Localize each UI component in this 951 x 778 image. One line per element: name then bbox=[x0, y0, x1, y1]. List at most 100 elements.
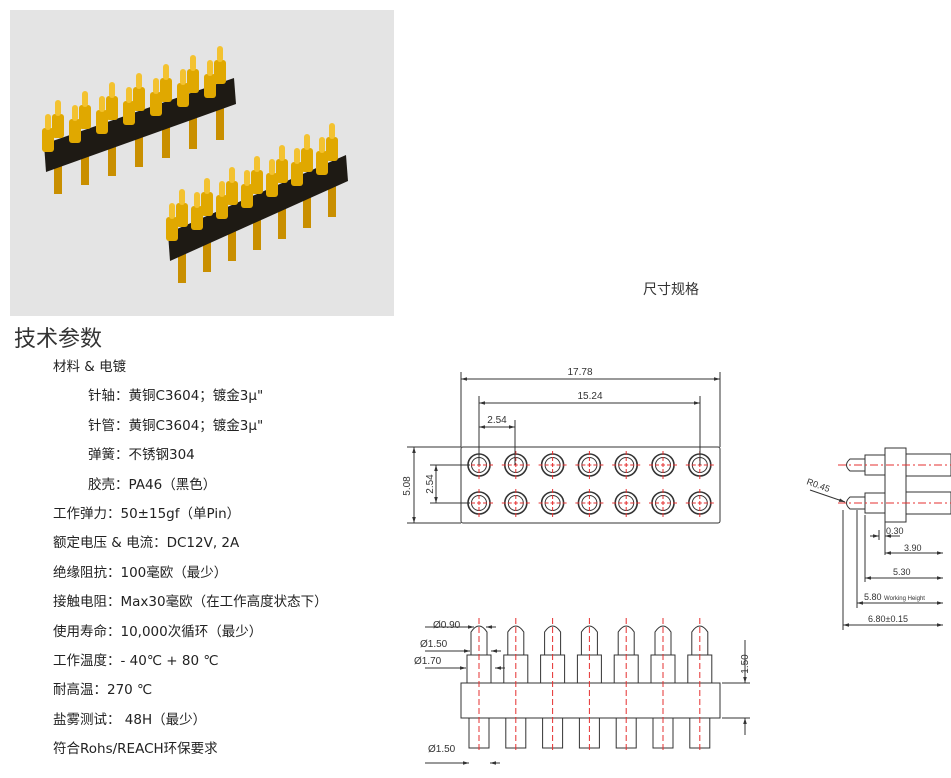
plunger-profile bbox=[846, 496, 865, 510]
pin-plunger bbox=[319, 137, 325, 153]
pin-barrel bbox=[123, 101, 135, 125]
pin-barrel bbox=[291, 162, 303, 186]
tail-profile bbox=[905, 491, 951, 515]
connector-render bbox=[42, 46, 348, 283]
dim-radius: R0.45 bbox=[805, 476, 831, 494]
spec-item: 针管：黄铜C3604；镀金3μ" bbox=[88, 417, 264, 434]
plunger bbox=[507, 625, 525, 655]
pin-tail bbox=[189, 111, 197, 149]
pin-tail bbox=[162, 120, 170, 158]
pin-plunger bbox=[179, 189, 185, 205]
dim-stroke: 1.50 bbox=[740, 654, 751, 674]
drawing-title: 尺寸规格 bbox=[643, 282, 699, 298]
tail-profile bbox=[905, 453, 951, 477]
pin-barrel bbox=[133, 87, 145, 111]
pin-plunger bbox=[269, 159, 275, 175]
dim-pin-span: 15.24 bbox=[577, 391, 602, 402]
spec-item: 额定电压 & 电流：DC12V, 2A bbox=[53, 535, 240, 552]
dim-530: 5.30 bbox=[893, 567, 911, 577]
dim-680: 6.80±0.15 bbox=[868, 614, 908, 624]
dim-030: 0.30 bbox=[886, 526, 904, 536]
pin-tail bbox=[228, 223, 236, 261]
section-title: 技术参数 bbox=[14, 327, 103, 352]
plunger bbox=[654, 625, 672, 655]
dim-width: 5.08 bbox=[402, 476, 413, 496]
pin-tail bbox=[303, 190, 311, 228]
pin-barrel bbox=[166, 217, 178, 241]
plunger bbox=[691, 625, 709, 655]
plunger bbox=[617, 625, 635, 655]
pin-plunger bbox=[304, 134, 310, 150]
housing-outline bbox=[460, 446, 721, 524]
pin-barrel bbox=[150, 92, 162, 116]
pin-plunger bbox=[109, 82, 115, 98]
pin-barrel bbox=[177, 83, 189, 107]
spec-item: 胶壳：PA46（黑色） bbox=[88, 476, 217, 493]
spec-item: 接触电阻：Max30毫欧（在工作高度状态下） bbox=[53, 594, 328, 611]
dim-pitch: 2.54 bbox=[487, 415, 507, 426]
spec-item: 符合Rohs/REACH环保要求 bbox=[53, 741, 218, 758]
pin-barrel bbox=[106, 96, 118, 120]
leader bbox=[809, 489, 846, 503]
pin-plunger bbox=[329, 123, 335, 139]
pin-tail bbox=[253, 212, 261, 250]
pin-barrel bbox=[276, 159, 288, 183]
pin-plunger bbox=[153, 78, 159, 94]
plunger bbox=[544, 625, 562, 655]
pin-barrel bbox=[226, 181, 238, 205]
dim-tail-dia: Ø1.50 bbox=[428, 744, 456, 755]
pin-tail bbox=[203, 234, 211, 272]
spec-item: 针轴：黄铜C3604；镀金3μ" bbox=[88, 388, 264, 405]
pin-plunger bbox=[294, 148, 300, 164]
pin-barrel bbox=[266, 173, 278, 197]
pin-tail bbox=[135, 129, 143, 167]
pin-tail bbox=[81, 147, 89, 185]
plunger bbox=[470, 625, 488, 655]
dim-plunger-dia: Ø1.50 bbox=[420, 639, 448, 650]
pin-tail bbox=[54, 156, 62, 194]
pin-plunger bbox=[72, 105, 78, 121]
pin-tail bbox=[216, 102, 224, 140]
pin-tail bbox=[178, 245, 186, 283]
pin-plunger bbox=[163, 64, 169, 80]
spec-item: 使用寿命：10,000次循环（最少） bbox=[53, 623, 263, 640]
pin-barrel bbox=[191, 206, 203, 230]
pin-barrel bbox=[187, 69, 199, 93]
pin-barrel bbox=[176, 203, 188, 227]
pin-plunger bbox=[126, 87, 132, 103]
pin-plunger bbox=[207, 60, 213, 76]
pin-barrel bbox=[326, 137, 338, 161]
pin-plunger bbox=[229, 167, 235, 183]
product-photo bbox=[10, 10, 394, 316]
spec-item: 耐高温：270 ℃ bbox=[53, 682, 153, 699]
pin-plunger bbox=[279, 145, 285, 161]
plunger-profile bbox=[846, 458, 865, 472]
pin-barrel bbox=[214, 60, 226, 84]
spec-item: 材料 & 电镀 bbox=[53, 359, 127, 375]
pin-tail bbox=[278, 201, 286, 239]
pin-barrel bbox=[316, 151, 328, 175]
spec-item: 盐雾测试： 48H（最少） bbox=[53, 711, 207, 728]
dim-390: 3.90 bbox=[904, 543, 922, 553]
pin-plunger bbox=[99, 96, 105, 112]
pin-plunger bbox=[204, 178, 210, 194]
spec-item: 工作弹力：50±15gf（单Pin） bbox=[53, 506, 241, 522]
spec-item: 工作温度：- 40℃ + 80 ℃ bbox=[53, 653, 219, 669]
pin-barrel bbox=[79, 105, 91, 129]
pin-barrel bbox=[160, 78, 172, 102]
pin-barrel bbox=[52, 114, 64, 138]
dim-row-pitch: 2.54 bbox=[425, 474, 436, 494]
pin-plunger bbox=[169, 203, 175, 219]
housing-profile bbox=[884, 447, 907, 523]
pin-plunger bbox=[244, 170, 250, 186]
pin-barrel bbox=[42, 128, 54, 152]
pin-barrel bbox=[69, 119, 81, 143]
pin-plunger bbox=[180, 69, 186, 85]
pin-barrel bbox=[251, 170, 263, 194]
dim-total-length: 17.78 bbox=[567, 367, 592, 378]
pin-plunger bbox=[219, 181, 225, 197]
pin-plunger bbox=[45, 114, 51, 130]
spec-item: 弹簧：不锈钢304 bbox=[88, 447, 195, 464]
pin-barrel bbox=[216, 195, 228, 219]
